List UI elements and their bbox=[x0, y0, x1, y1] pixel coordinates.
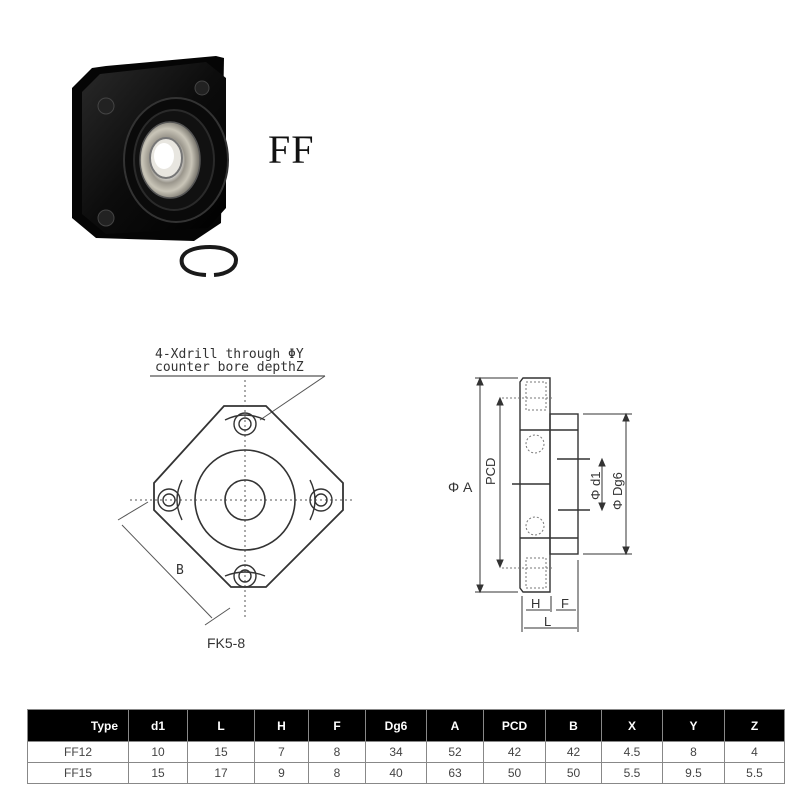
header-b: B bbox=[545, 709, 602, 742]
cell-a: 63 bbox=[426, 762, 484, 784]
table-row: FF15 15 17 9 8 40 63 50 50 5.5 9.5 5.5 bbox=[27, 762, 785, 784]
header-type: Type bbox=[27, 709, 129, 742]
front-view-drawing: 4-Xdrill through ΦY counter bore depthZ … bbox=[100, 340, 370, 660]
spec-table: Type d1 L H F Dg6 A PCD B X Y Z FF12 10 … bbox=[27, 709, 785, 784]
cell-dg6: 40 bbox=[365, 762, 427, 784]
cell-type: FF15 bbox=[27, 762, 129, 784]
cell-pcd: 42 bbox=[483, 741, 546, 763]
header-d1: d1 bbox=[128, 709, 188, 742]
cell-b: 50 bbox=[545, 762, 602, 784]
cell-x: 4.5 bbox=[601, 741, 663, 763]
phi-a-label: Φ A bbox=[448, 479, 473, 495]
cell-z: 4 bbox=[724, 741, 785, 763]
cell-f: 8 bbox=[308, 741, 366, 763]
header-pcd: PCD bbox=[483, 709, 546, 742]
cell-a: 52 bbox=[426, 741, 484, 763]
header-l: L bbox=[187, 709, 255, 742]
cell-d1: 10 bbox=[128, 741, 188, 763]
phi-dg6-label: Φ Dg6 bbox=[610, 472, 625, 510]
cell-x: 5.5 bbox=[601, 762, 663, 784]
cell-b: 42 bbox=[545, 741, 602, 763]
cell-h: 9 bbox=[254, 762, 309, 784]
pcd-label: PCD bbox=[483, 458, 498, 485]
dimension-b-label: B bbox=[176, 563, 184, 578]
header-y: Y bbox=[662, 709, 725, 742]
header-x: X bbox=[601, 709, 663, 742]
table-row: FF12 10 15 7 8 34 52 42 42 4.5 8 4 bbox=[27, 741, 785, 763]
product-photo bbox=[66, 48, 316, 288]
cell-y: 9.5 bbox=[662, 762, 725, 784]
snap-ring-icon bbox=[179, 244, 239, 277]
h-label: H bbox=[531, 596, 540, 611]
header-h: H bbox=[254, 709, 309, 742]
drawing-caption: FK5-8 bbox=[207, 635, 245, 651]
cell-type: FF12 bbox=[27, 741, 129, 763]
l-label: L bbox=[544, 614, 551, 629]
drill-annotation-line2: counter bore depthZ bbox=[155, 360, 304, 375]
header-a: A bbox=[426, 709, 484, 742]
f-label: F bbox=[561, 596, 569, 611]
cell-pcd: 50 bbox=[483, 762, 546, 784]
header-f: F bbox=[308, 709, 366, 742]
cell-f: 8 bbox=[308, 762, 366, 784]
table-header-row: Type d1 L H F Dg6 A PCD B X Y Z bbox=[27, 709, 785, 742]
header-dg6: Dg6 bbox=[365, 709, 427, 742]
cell-l: 17 bbox=[187, 762, 255, 784]
cell-h: 7 bbox=[254, 741, 309, 763]
side-view-drawing: Φ A PCD Φ d1 Φ Dg6 H F L bbox=[440, 360, 640, 640]
header-z: Z bbox=[724, 709, 785, 742]
drill-annotation-line1: 4-Xdrill through ΦY bbox=[155, 347, 304, 362]
phi-d1-label: Φ d1 bbox=[588, 472, 603, 500]
cell-l: 15 bbox=[187, 741, 255, 763]
cell-z: 5.5 bbox=[724, 762, 785, 784]
cell-d1: 15 bbox=[128, 762, 188, 784]
cell-y: 8 bbox=[662, 741, 725, 763]
product-title: FF bbox=[268, 127, 315, 172]
cell-dg6: 34 bbox=[365, 741, 427, 763]
